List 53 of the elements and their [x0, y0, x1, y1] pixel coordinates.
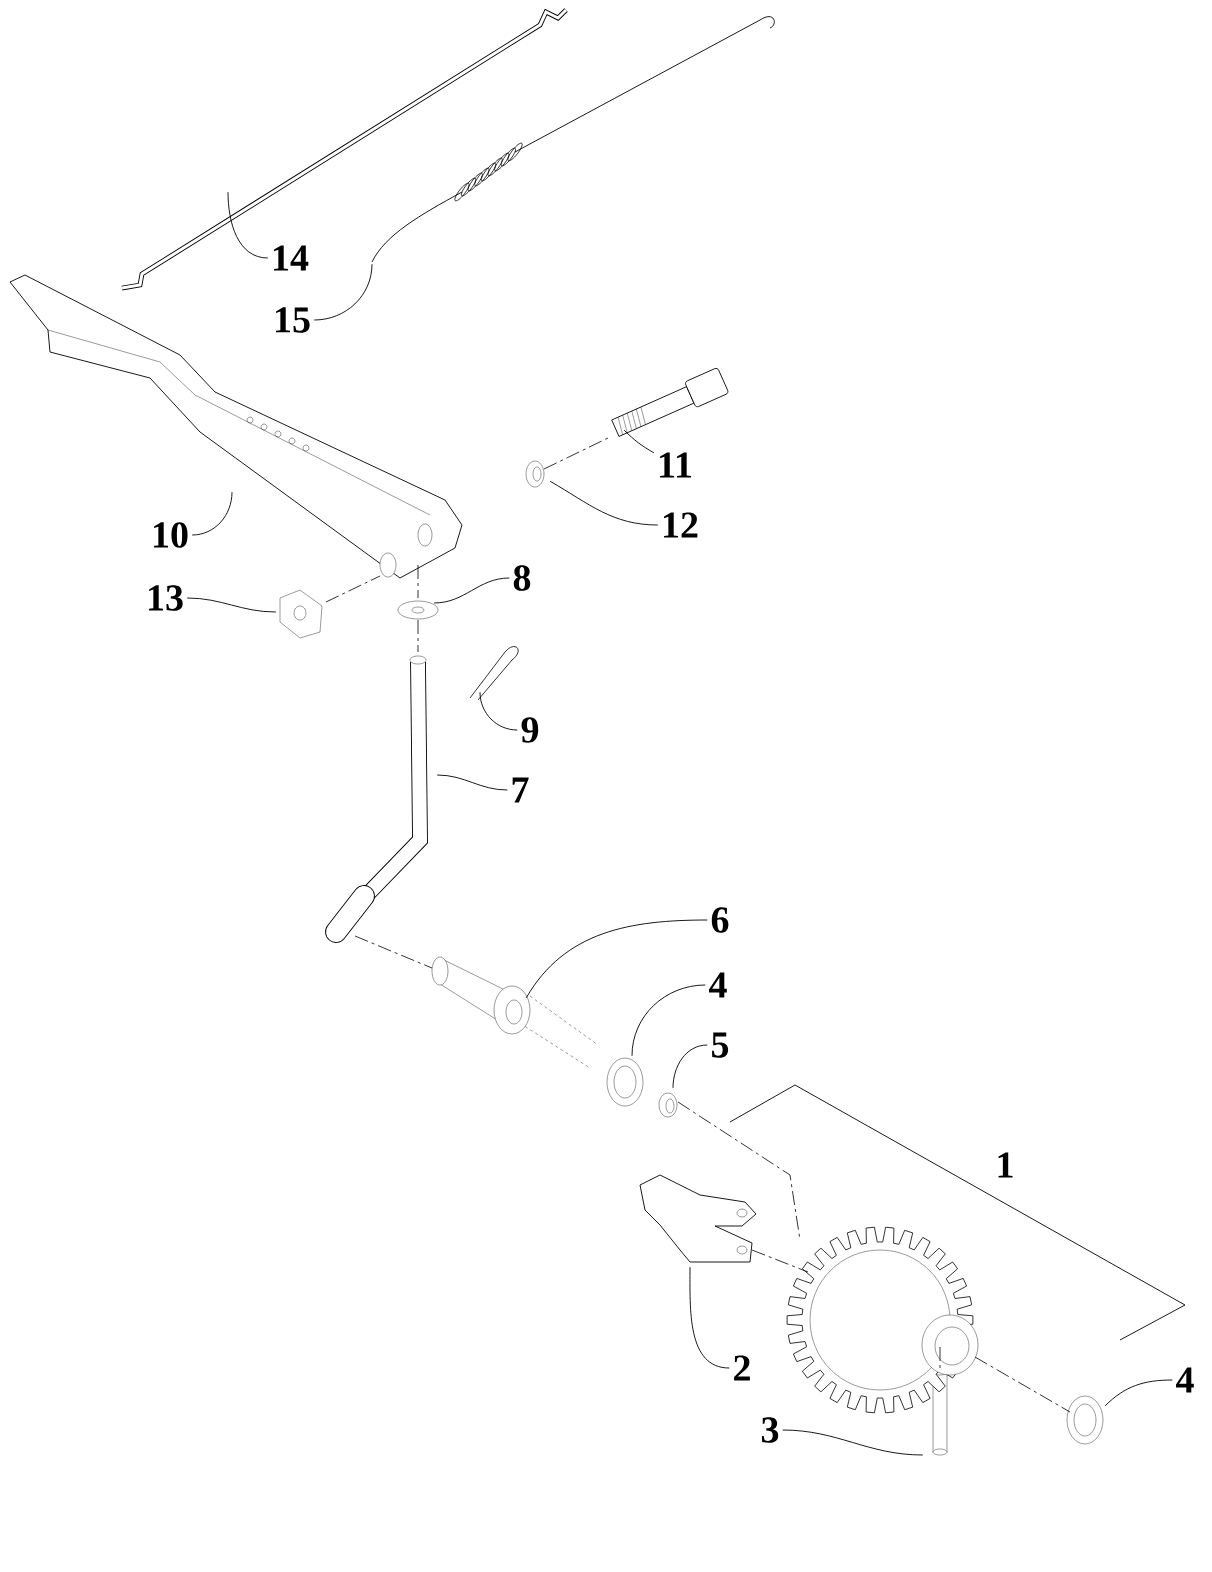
- leader-line: [549, 480, 659, 526]
- clip-drawing: [469, 646, 519, 701]
- center-line: [974, 1356, 1071, 1413]
- center-line: [417, 619, 419, 653]
- center-line: [751, 1249, 809, 1273]
- center-line: [417, 564, 419, 599]
- callout-number: 7: [507, 774, 533, 806]
- callout-number: 4: [705, 969, 731, 1001]
- leader-line: [191, 491, 233, 536]
- leader-line: [227, 191, 269, 259]
- leader-line: [433, 577, 510, 604]
- clip-drawing: [658, 1092, 678, 1118]
- center-line: [325, 575, 381, 603]
- arm-drawing: [9, 274, 463, 579]
- leader-line: [436, 774, 508, 791]
- leader-line: [313, 263, 373, 321]
- nut-drawing: [279, 589, 323, 639]
- rod-drawing: [121, 8, 568, 291]
- bolt-drawing: [611, 367, 729, 437]
- washer-drawing: [397, 600, 439, 620]
- callout-number: 13: [143, 582, 187, 614]
- spring-drawing: [371, 16, 775, 263]
- leader-line: [782, 1429, 924, 1456]
- leader-line: [672, 1044, 708, 1089]
- callout-number: 6: [707, 904, 733, 936]
- leader-line: [689, 1266, 730, 1369]
- bushing-drawing: [431, 956, 599, 1069]
- washer-drawing: [525, 460, 545, 488]
- callout-number: 8: [509, 562, 535, 594]
- gear-drawing: [786, 1226, 979, 1414]
- callout-number: 1: [992, 1149, 1018, 1181]
- callout-number: 11: [654, 449, 696, 481]
- leader-line: [623, 429, 655, 454]
- lever-drawing: [639, 1174, 757, 1263]
- callout-number: 3: [757, 1414, 783, 1446]
- leader-line: [186, 597, 277, 613]
- callout-number: 15: [270, 304, 314, 336]
- shift-rod-drawing: [325, 655, 428, 943]
- callout-number: 14: [268, 242, 312, 274]
- center-line: [939, 1346, 941, 1369]
- leader-line: [1104, 1379, 1173, 1407]
- leader-line: [525, 919, 708, 999]
- washer-drawing: [1066, 1395, 1104, 1445]
- callout-number: 12: [658, 509, 702, 541]
- callout-number: 9: [517, 714, 543, 746]
- leader-line: [479, 691, 518, 731]
- callout-number: 10: [148, 519, 192, 551]
- center-line: [543, 437, 609, 470]
- callout-number: 2: [729, 1352, 755, 1384]
- callout-number: 5: [707, 1029, 733, 1061]
- washer-drawing: [606, 1057, 644, 1107]
- leader-line: [631, 984, 706, 1057]
- callout-number: 4: [1172, 1364, 1198, 1396]
